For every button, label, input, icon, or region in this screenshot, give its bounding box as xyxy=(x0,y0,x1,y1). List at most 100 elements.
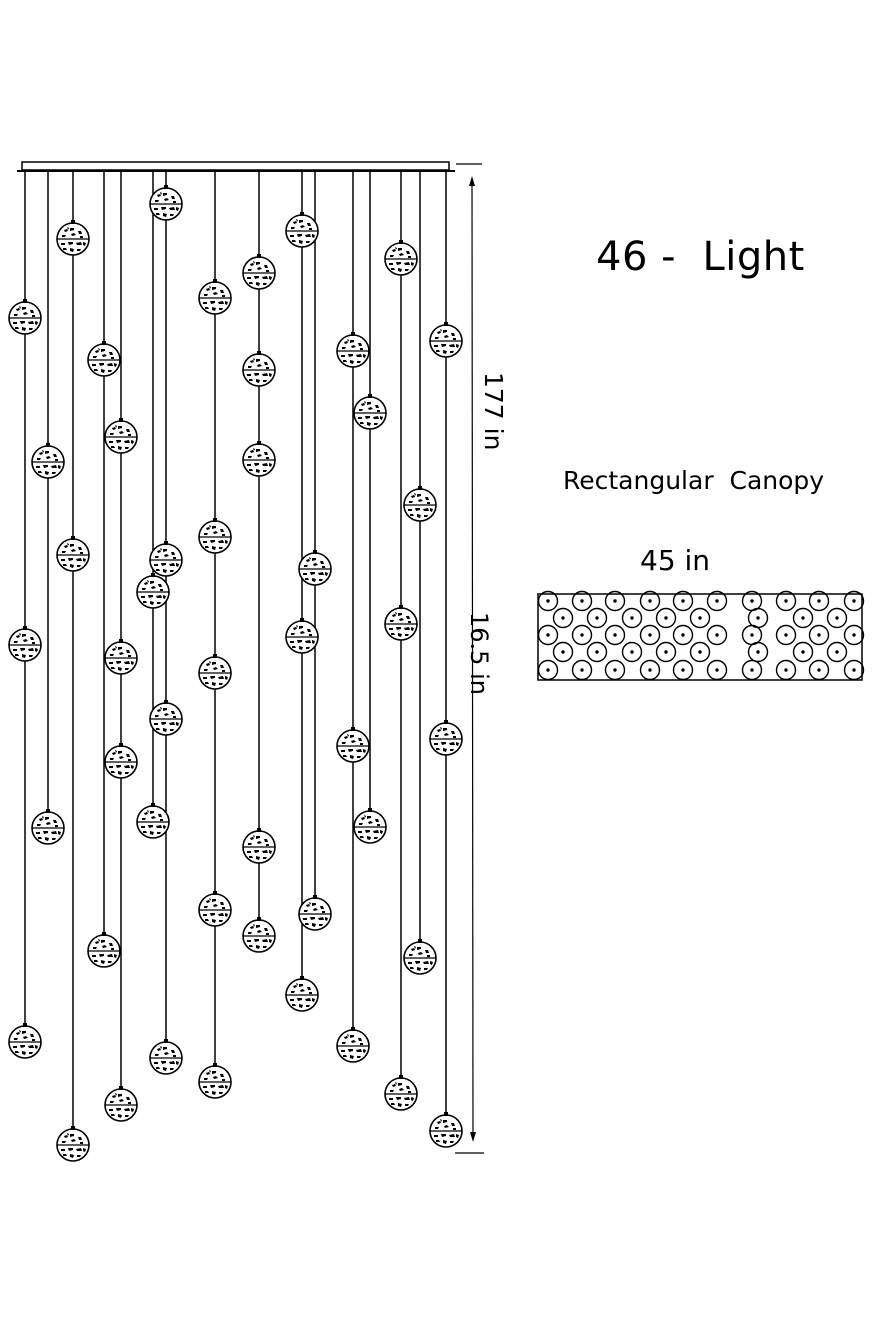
light-position xyxy=(639,624,661,646)
light-position-dot xyxy=(698,650,702,654)
light-position-dot xyxy=(784,633,788,637)
globe-pendant xyxy=(285,617,319,654)
light-position xyxy=(552,607,574,629)
light-position xyxy=(586,641,608,663)
light-position-dot xyxy=(595,616,599,620)
light-position xyxy=(639,590,661,612)
light-position-dot xyxy=(698,616,702,620)
light-position-dot xyxy=(784,599,788,603)
globe-pendant xyxy=(384,239,418,276)
globe-pendant xyxy=(56,1125,90,1162)
globe-pendant xyxy=(104,1085,138,1122)
light-position xyxy=(706,659,728,681)
globe-pendant xyxy=(104,742,138,779)
light-position-dot xyxy=(715,633,719,637)
light-position-dot xyxy=(561,616,565,620)
light-position-dot xyxy=(750,633,754,637)
light-position-dot xyxy=(595,650,599,654)
light-position xyxy=(672,659,694,681)
light-position-dot xyxy=(613,668,617,672)
light-position xyxy=(808,659,830,681)
globe-pendant xyxy=(298,894,332,931)
globe-pendant xyxy=(104,638,138,675)
light-position xyxy=(604,590,626,612)
globe-pendant xyxy=(56,219,90,256)
light-position-dot xyxy=(750,599,754,603)
light-position xyxy=(826,607,848,629)
light-position xyxy=(792,607,814,629)
light-position xyxy=(621,607,643,629)
globe-pendant xyxy=(149,699,183,736)
light-position xyxy=(843,659,865,681)
globe-pendant xyxy=(285,211,319,248)
globe-pendant xyxy=(429,321,463,358)
globe-pendant xyxy=(242,916,276,953)
globe-pendant xyxy=(87,931,121,968)
light-position xyxy=(792,641,814,663)
dimension-line xyxy=(471,179,474,1137)
light-position xyxy=(689,607,711,629)
light-position-dot xyxy=(801,616,805,620)
light-position-dot xyxy=(681,633,685,637)
light-position-dot xyxy=(664,616,668,620)
drop-height-label: 177 in xyxy=(479,372,508,451)
light-position-dot xyxy=(546,633,550,637)
light-position-dot xyxy=(756,650,760,654)
light-position-dot xyxy=(546,668,550,672)
globe-pendant xyxy=(242,827,276,864)
canopy-depth-label: 16.5 in xyxy=(465,612,493,695)
light-position-dot xyxy=(817,633,821,637)
light-position xyxy=(604,624,626,646)
light-position-dot xyxy=(613,633,617,637)
light-position-dot xyxy=(648,633,652,637)
light-position xyxy=(775,624,797,646)
canopy-plan-view xyxy=(537,590,865,681)
light-position-dot xyxy=(613,599,617,603)
light-position xyxy=(586,607,608,629)
light-position-dot xyxy=(750,668,754,672)
globe-pendant xyxy=(336,726,370,763)
globe-pendant xyxy=(198,517,232,554)
globe-pendant xyxy=(136,572,170,609)
pendant-cords xyxy=(24,171,447,1127)
light-position-dot xyxy=(580,668,584,672)
pendant-globes xyxy=(8,184,463,1162)
globe-pendant xyxy=(198,278,232,315)
globe-pendant xyxy=(198,890,232,927)
light-position xyxy=(639,659,661,681)
light-position-dot xyxy=(648,668,652,672)
light-position xyxy=(826,641,848,663)
light-position xyxy=(706,590,728,612)
arrow-down-icon xyxy=(470,1132,476,1142)
light-position xyxy=(808,624,830,646)
canopy-outline xyxy=(537,593,863,681)
light-position xyxy=(655,607,677,629)
globe-pendant xyxy=(242,440,276,477)
globe-pendant xyxy=(31,442,65,479)
globe-pendant xyxy=(242,350,276,387)
globe-pendant xyxy=(8,298,42,335)
light-position xyxy=(571,624,593,646)
light-position xyxy=(747,607,769,629)
light-position-dot xyxy=(630,650,634,654)
globe-pendant xyxy=(8,1022,42,1059)
light-position-dot xyxy=(801,650,805,654)
light-position xyxy=(571,659,593,681)
light-position-dot xyxy=(835,616,839,620)
globe-pendant xyxy=(353,393,387,430)
arrow-up-icon xyxy=(469,176,475,186)
light-position-dot xyxy=(681,668,685,672)
light-position-dot xyxy=(817,599,821,603)
globe-pendant xyxy=(384,604,418,641)
globe-pendant xyxy=(336,331,370,368)
light-position xyxy=(747,641,769,663)
light-position-dot xyxy=(630,616,634,620)
light-position-dot xyxy=(648,599,652,603)
light-position-dot xyxy=(715,599,719,603)
globe-pendant xyxy=(336,1026,370,1063)
light-position-dot xyxy=(852,599,856,603)
globe-pendant xyxy=(403,485,437,522)
globe-pendant xyxy=(429,1111,463,1148)
globe-pendant xyxy=(242,253,276,290)
light-position xyxy=(706,624,728,646)
